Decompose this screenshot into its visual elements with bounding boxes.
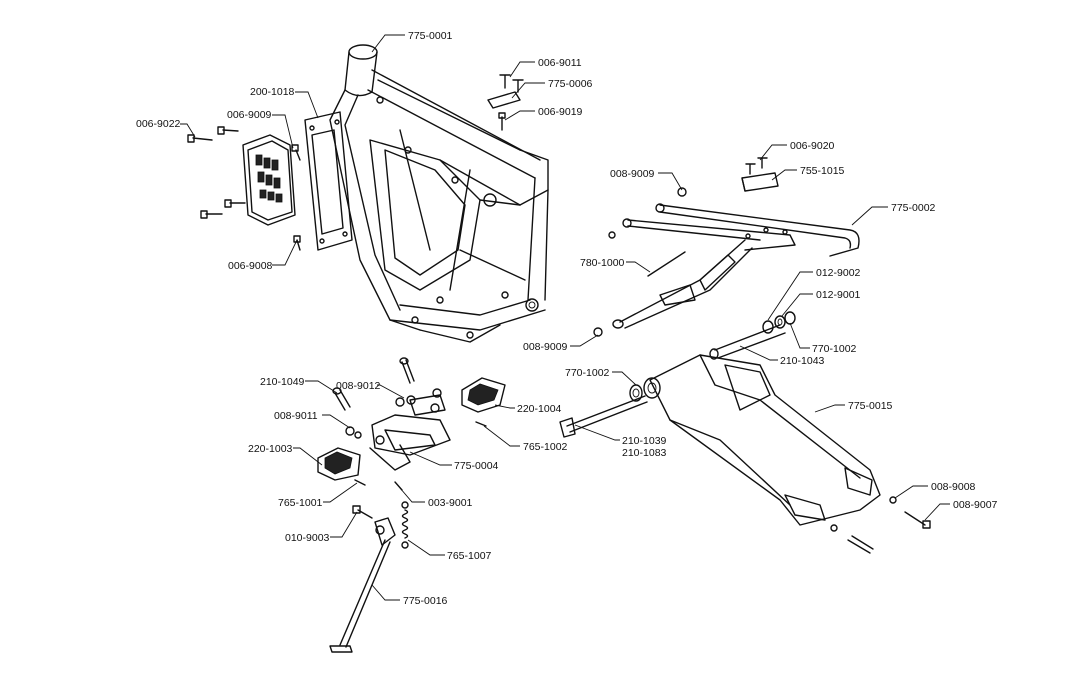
callout-c26: 220-1003 (248, 443, 293, 455)
kickstand (329, 517, 396, 653)
axle-bolts (830, 496, 931, 554)
swingarm (643, 324, 881, 526)
callout-c35: 765-1007 (447, 550, 492, 562)
subframe (608, 203, 860, 329)
callout-c2: 006-9011 (538, 57, 582, 69)
callout-c30: 765-1001 (278, 497, 323, 509)
callout-c29: 210-1083 (622, 447, 667, 459)
callout-c13: 780-1000 (580, 257, 625, 269)
callout-c16: 008-9009 (523, 341, 568, 353)
callout-c3: 775-0006 (548, 78, 593, 90)
main-frame (329, 44, 549, 343)
callout-c11: 755-1015 (800, 165, 845, 177)
callout-c20: 775-0015 (848, 400, 893, 412)
callout-c19: 770-1002 (565, 367, 610, 379)
callout-c21: 210-1049 (260, 376, 305, 388)
callout-c14: 012-9002 (816, 267, 861, 279)
footpeg-right (461, 377, 506, 413)
kickstand-bolt (352, 505, 373, 519)
callout-c25: 765-1002 (523, 441, 568, 453)
callout-c22: 008-9012 (336, 380, 381, 392)
leader-lines (180, 34, 950, 601)
callout-c17: 770-1002 (812, 343, 857, 355)
callout-c15: 012-9001 (816, 289, 861, 301)
pivot-bolt (559, 395, 648, 438)
callout-c8: 006-9008 (228, 260, 273, 272)
callout-c10: 008-9009 (610, 168, 655, 180)
footpeg-bracket (369, 394, 451, 471)
callout-c33: 008-9007 (953, 499, 998, 511)
small-nuts-upper (593, 187, 687, 337)
callout-c12: 775-0002 (891, 202, 936, 214)
callout-c28: 210-1039 (622, 435, 667, 447)
callout-c24: 008-9011 (274, 410, 318, 422)
controller-bolts (187, 126, 301, 251)
callout-c9: 006-9020 (790, 140, 835, 152)
callout-c5: 200-1018 (250, 86, 295, 98)
subframe-bracket-755 (741, 157, 779, 192)
callout-c36: 775-0016 (403, 595, 448, 607)
nuts-cluster (345, 388, 442, 439)
seat-bracket-top (487, 74, 524, 131)
callout-c18: 210-1043 (780, 355, 825, 367)
callout-c31: 003-9001 (428, 497, 473, 509)
controller-box (242, 134, 296, 226)
callout-c23: 220-1004 (517, 403, 562, 415)
callout-c27: 775-0004 (454, 460, 499, 472)
callout-c6: 006-9009 (227, 109, 272, 121)
callout-labels: 775-0001 006-9011 775-0006 006-9019 200-… (136, 30, 998, 607)
kickstand-spring (401, 501, 409, 549)
callout-c1: 775-0001 (408, 30, 453, 42)
callout-c32: 008-9008 (931, 481, 976, 493)
subframe-line-780 (647, 251, 686, 277)
callout-c4: 006-9019 (538, 106, 583, 118)
mounting-plate (304, 111, 353, 251)
callout-c7: 006-9022 (136, 118, 181, 130)
footpeg-left (317, 447, 361, 481)
callout-c34: 010-9003 (285, 532, 330, 544)
